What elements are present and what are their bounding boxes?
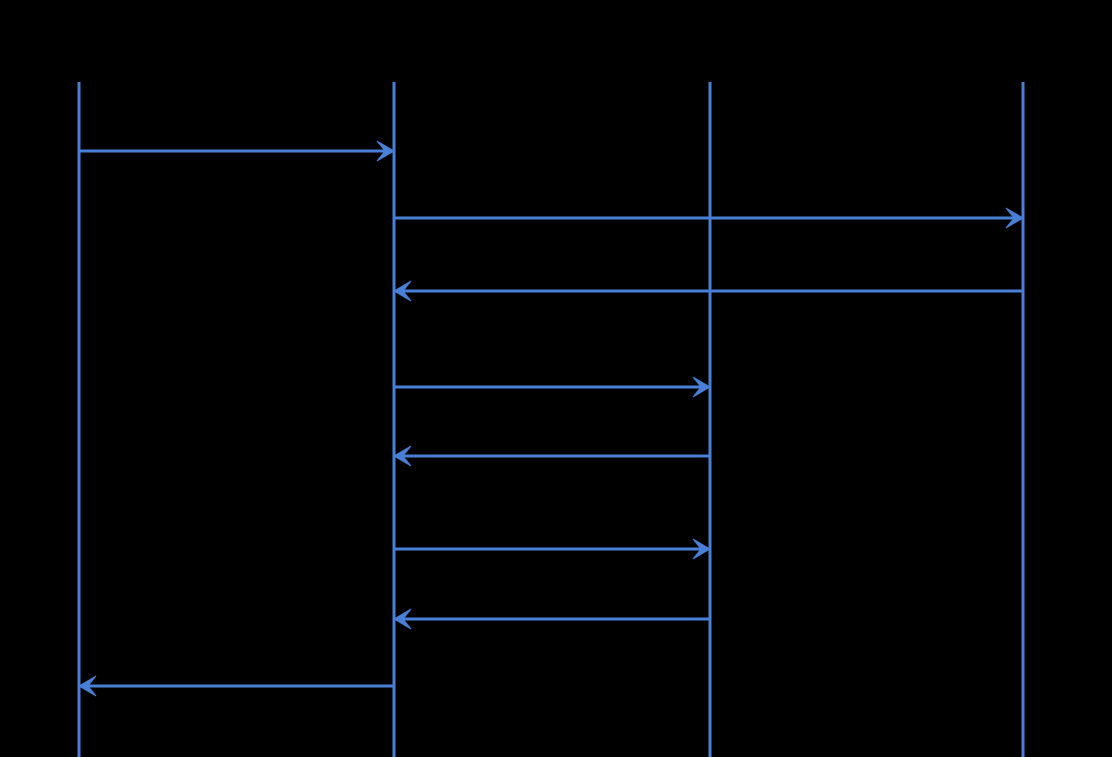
messages-group <box>78 140 1024 697</box>
arrowhead-left-icon <box>393 280 412 302</box>
arrowhead-right-icon <box>1005 207 1024 229</box>
arrowhead-right-icon <box>692 376 711 398</box>
arrowhead-right-icon <box>692 538 711 560</box>
message-2-p2-to-p4[interactable] <box>394 207 1024 229</box>
arrowhead-left-icon <box>78 675 97 697</box>
message-3-p4-to-p2[interactable] <box>393 280 1023 302</box>
message-1-p1-to-p2[interactable] <box>79 140 395 162</box>
lifelines-group <box>77 82 1025 757</box>
message-6-p2-to-p3[interactable] <box>394 538 711 560</box>
message-7-p3-to-p2[interactable] <box>393 608 710 630</box>
arrowhead-right-icon <box>376 140 395 162</box>
message-5-p3-to-p2[interactable] <box>393 445 710 467</box>
message-8-p2-to-p1[interactable] <box>78 675 394 697</box>
arrowhead-left-icon <box>393 608 412 630</box>
message-4-p2-to-p3[interactable] <box>394 376 711 398</box>
arrowhead-left-icon <box>393 445 412 467</box>
